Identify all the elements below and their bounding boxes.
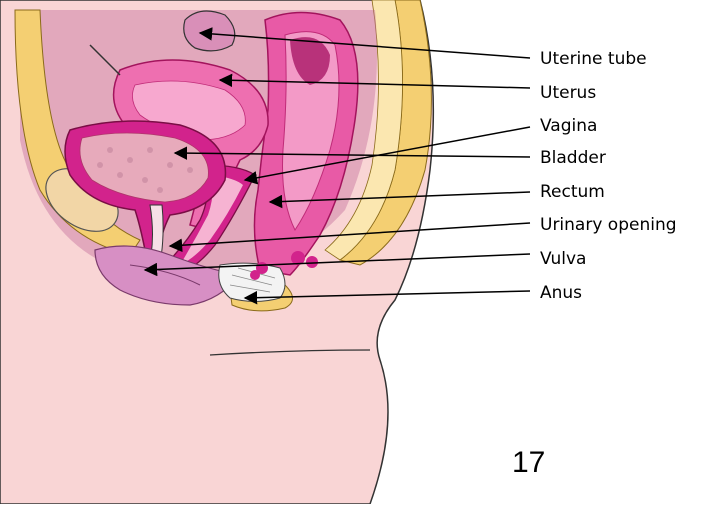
label-uterine-tube: Uterine tube: [540, 49, 647, 69]
label-vagina: Vagina: [540, 116, 597, 136]
label-vulva: Vulva: [540, 249, 586, 269]
page-number: 17: [512, 446, 545, 480]
label-anus: Anus: [540, 283, 582, 303]
label-rectum: Rectum: [540, 182, 605, 202]
label-bladder: Bladder: [540, 148, 606, 168]
label-uterus: Uterus: [540, 83, 596, 103]
uterine-tube: [184, 11, 235, 51]
anal-canal: [219, 263, 285, 301]
label-urinary-opening: Urinary opening: [540, 215, 677, 235]
